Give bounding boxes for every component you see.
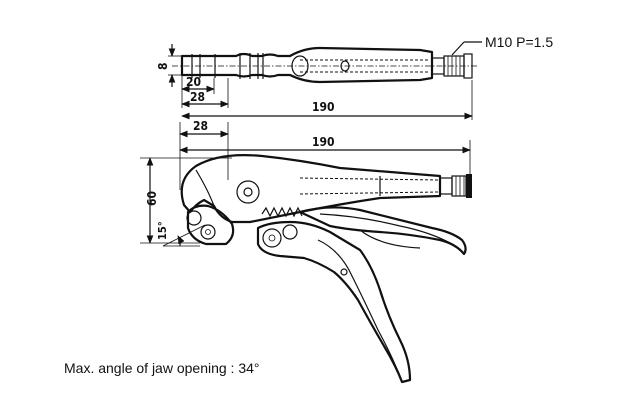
dim-60-label: 60 bbox=[145, 191, 159, 206]
top-view-body bbox=[180, 46, 434, 84]
dim-28-top-label: 28 bbox=[190, 90, 205, 104]
dim-190-side-label: 190 bbox=[312, 135, 335, 149]
upper-jaw-handle bbox=[180, 154, 442, 224]
spring bbox=[261, 206, 303, 218]
top-view: M10 P=1.5 8 20 28 190 bbox=[156, 34, 553, 120]
dim-190-top-label: 190 bbox=[312, 100, 335, 114]
lower-handle bbox=[256, 220, 412, 384]
dim-width-label: 8 bbox=[156, 62, 170, 70]
dim-28-side-label: 28 bbox=[193, 119, 208, 133]
adjusting-screw-side bbox=[451, 175, 467, 197]
thread-spec-label: M10 P=1.5 bbox=[485, 34, 553, 50]
jaw-opening-caption: Max. angle of jaw opening : 34° bbox=[64, 360, 260, 376]
dim-20-label: 20 bbox=[186, 75, 201, 89]
release-lever bbox=[298, 206, 467, 256]
lower-jaw bbox=[186, 204, 235, 246]
dim-angle-label: 15° bbox=[156, 221, 169, 240]
side-view: 28 190 60 15° bbox=[140, 119, 472, 384]
